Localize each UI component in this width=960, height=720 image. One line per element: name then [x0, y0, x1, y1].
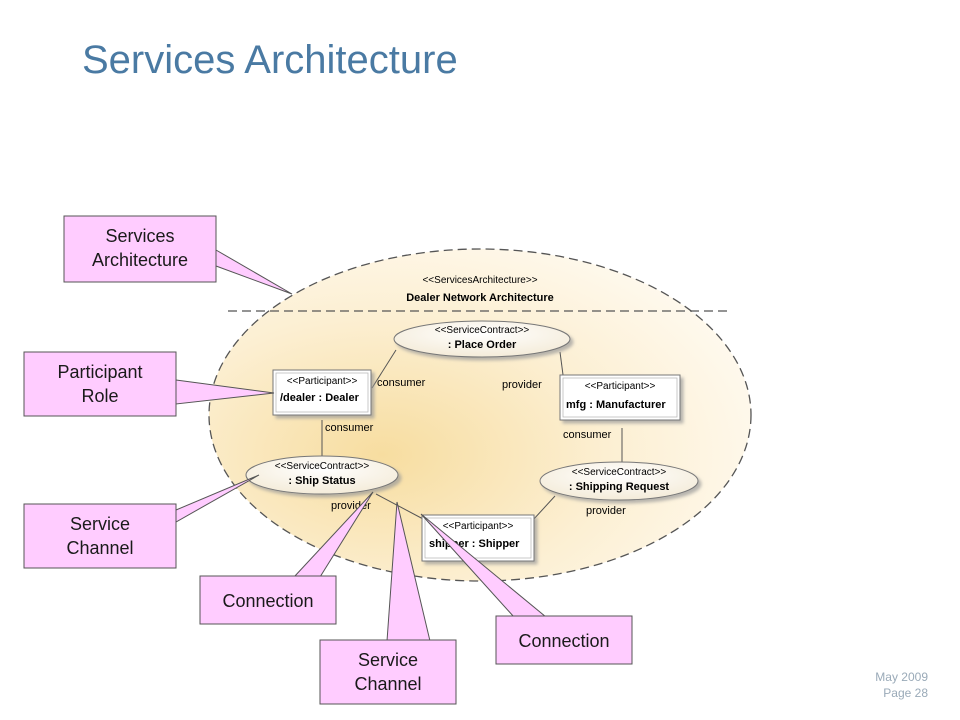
- callout-label: Role: [81, 386, 118, 406]
- contract-stereotype: <<ServiceContract>>: [435, 325, 530, 336]
- callout-label: Connection: [222, 591, 313, 611]
- callout-label: Participant: [57, 362, 142, 382]
- participant-name: mfg : Manufacturer: [566, 399, 666, 411]
- callout-service-channel-left: Service Channel: [23, 474, 260, 569]
- page-title: Services Architecture: [82, 38, 458, 82]
- callout-service-channel-bottom: Service Channel: [319, 501, 457, 705]
- contract-shipping-request[interactable]: <<ServiceContract>> : Shipping Request: [539, 461, 699, 501]
- contract-name: : Shipping Request: [569, 481, 670, 493]
- participant-stereotype: <<Participant>>: [585, 381, 656, 392]
- connectors: [321, 349, 623, 521]
- participant-shipper[interactable]: <<Participant>> shipper : Shipper: [421, 514, 535, 562]
- participant-dealer[interactable]: <<Participant>> /dealer : Dealer: [272, 369, 372, 416]
- callout-services-architecture: Services Architecture: [63, 215, 293, 295]
- participant-name: /dealer : Dealer: [280, 392, 360, 404]
- callout-connection-left: Connection: [199, 491, 374, 625]
- contract-ship-status[interactable]: <<ServiceContract>> : Ship Status: [245, 455, 399, 495]
- contract-place-order[interactable]: <<ServiceContract>> : Place Order: [393, 320, 571, 358]
- callout-label: Architecture: [92, 250, 188, 270]
- architecture-name: Dealer Network Architecture: [406, 292, 554, 304]
- participant-stereotype: <<Participant>>: [287, 376, 358, 387]
- role-label-provider: provider: [502, 379, 542, 391]
- participant-name: shipper : Shipper: [429, 538, 520, 550]
- slide-footer: May 2009 Page 28: [875, 669, 928, 701]
- role-label-consumer: consumer: [325, 422, 374, 434]
- callout-label: Services: [105, 226, 174, 246]
- participant-manufacturer[interactable]: <<Participant>> mfg : Manufacturer: [559, 374, 681, 421]
- participant-stereotype: <<Participant>>: [443, 521, 514, 532]
- callout-label: Service: [358, 650, 418, 670]
- callout-label: Service: [70, 514, 130, 534]
- connector-shipping-request-shipper: [532, 495, 556, 521]
- footer-date: May 2009: [875, 670, 928, 684]
- connector-ship-status-shipper: [375, 493, 426, 521]
- contract-stereotype: <<ServiceContract>>: [275, 461, 370, 472]
- role-label-provider: provider: [586, 505, 626, 517]
- architecture-stereotype: <<ServicesArchitecture>>: [422, 275, 537, 286]
- callout-participant-role: Participant Role: [23, 351, 275, 417]
- contract-name: : Place Order: [448, 339, 517, 351]
- callout-connection-right: Connection: [420, 513, 633, 665]
- role-label-consumer: consumer: [563, 429, 612, 441]
- contract-name: : Ship Status: [288, 475, 355, 487]
- callout-label: Channel: [354, 674, 421, 694]
- contract-stereotype: <<ServiceContract>>: [572, 467, 667, 478]
- connector-dealer-place-order: [371, 349, 397, 389]
- role-label-consumer: consumer: [377, 377, 426, 389]
- callout-label: Connection: [518, 631, 609, 651]
- callout-label: Channel: [66, 538, 133, 558]
- footer-page-number: Page 28: [883, 686, 928, 700]
